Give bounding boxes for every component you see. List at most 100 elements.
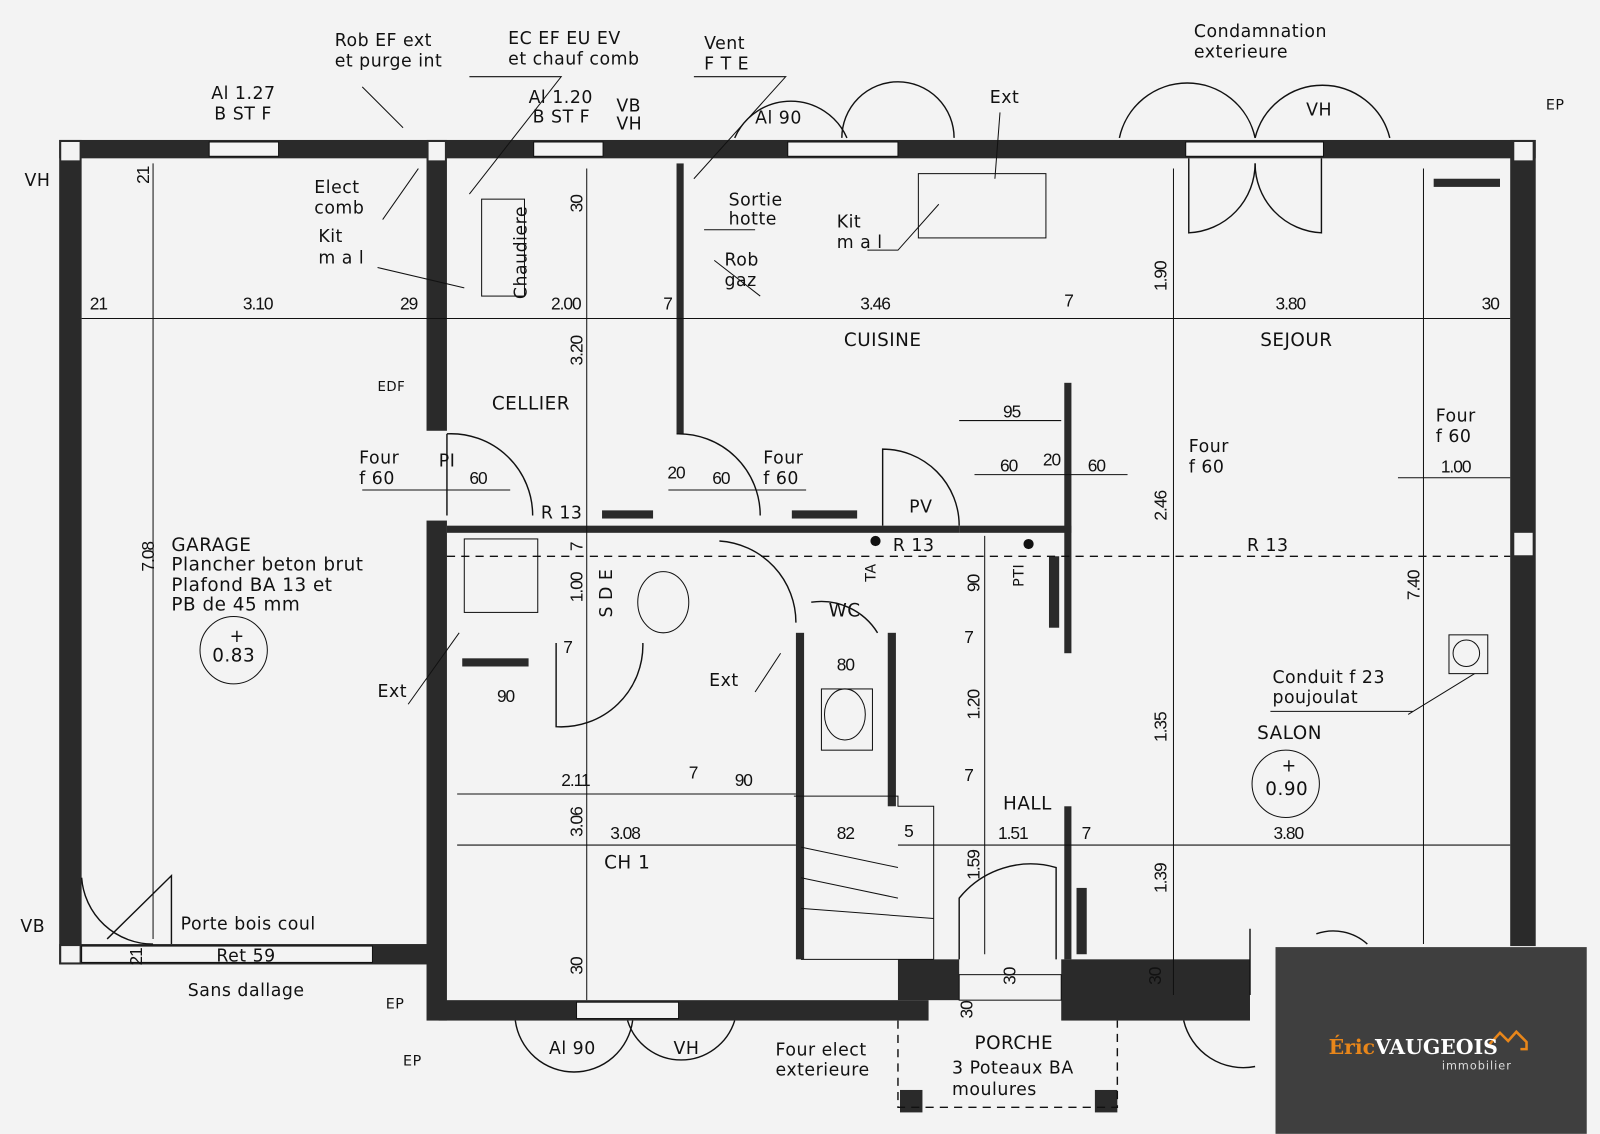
dimension: 7.40 [1403, 570, 1423, 600]
dimension: 1.90 [1150, 261, 1170, 291]
dimension: 7 [663, 293, 672, 313]
kit-label: m a l [318, 248, 364, 268]
four-label: Four [763, 448, 803, 468]
r13-label: R 13 [1247, 536, 1289, 556]
dimension: 3.20 [567, 335, 587, 365]
rob-ef-label: et purge int [335, 51, 443, 71]
dimension: 30 [999, 967, 1019, 985]
logo-first-name: Éric [1329, 1035, 1375, 1059]
logo-last-name: VAUGEOIS [1374, 1035, 1498, 1059]
level-value: 0.83 [212, 645, 255, 666]
dimension: 21 [126, 948, 146, 966]
ec-ef-label: EC EF EU EV [508, 29, 621, 49]
level-marker: + [1282, 757, 1297, 777]
conduit-label: Conduit f 23 [1272, 668, 1385, 688]
edf-label: EDF [378, 380, 406, 395]
door-label: Al 90 [755, 109, 802, 129]
dimension: 7 [689, 763, 698, 783]
dimension: 90 [964, 574, 984, 592]
room-garage: GARAGE [171, 535, 251, 556]
garage-detail: PB de 45 mm [171, 594, 300, 615]
vb-label: VB [20, 917, 45, 937]
sortie-label: hotte [729, 210, 777, 230]
dimension: 7 [964, 627, 973, 647]
window-label: B ST F [533, 108, 591, 128]
rob-gaz-label: gaz [724, 271, 756, 291]
level-value: 0.90 [1265, 779, 1308, 800]
four-elect-label: Four elect [776, 1040, 867, 1060]
pti-label: PTI [1011, 564, 1027, 587]
rob-ef-label: Rob EF ext [335, 31, 432, 51]
room-ch1: CH 1 [604, 853, 650, 874]
pv-label: PV [909, 497, 932, 517]
room-hall: HALL [1003, 793, 1052, 814]
rob-gaz-label: Rob [724, 250, 758, 270]
porche-detail: 3 Poteaux BA [952, 1059, 1074, 1079]
four-label: f 60 [1189, 458, 1225, 478]
level-marker: + [230, 627, 245, 647]
door-label: Al 90 [549, 1039, 596, 1059]
dimension: 30 [567, 195, 587, 213]
sortie-label: Sortie [729, 190, 783, 210]
dimension: 3.10 [243, 293, 273, 313]
garage-detail: Plafond BA 13 et [171, 575, 332, 596]
dimension: 7 [964, 765, 973, 785]
window-label: Al 1.27 [211, 84, 275, 104]
elect-label: Elect [314, 178, 359, 198]
kit-label: m a l [837, 233, 883, 253]
dimension: 21 [90, 293, 108, 313]
room-wc: WC [829, 600, 861, 621]
dimension: 60 [1000, 456, 1018, 476]
kit-label: Kit [318, 227, 343, 247]
ext-label: Ext [990, 88, 1020, 108]
dimension: 30 [567, 957, 587, 975]
four-label: Four [1189, 437, 1229, 457]
dimension: 7.08 [138, 542, 158, 572]
dimension: 7 [1064, 290, 1073, 310]
dimension: 1.59 [964, 850, 984, 880]
ta-label: TA [864, 563, 880, 582]
dimension: 2.46 [1150, 491, 1170, 521]
vh-label: VH [673, 1039, 699, 1059]
dimension: 95 [1003, 402, 1021, 422]
dimension: 90 [497, 686, 515, 706]
dimension: 3.80 [1273, 823, 1303, 843]
sde-label: S D E [597, 569, 617, 618]
r13-label: R 13 [541, 504, 583, 524]
garage-detail: Plancher beton brut [171, 555, 363, 576]
door-swings [80, 76, 1511, 1109]
dimension: 2.00 [551, 293, 581, 313]
window-label: Al 1.20 [529, 88, 593, 108]
porche-detail: moulures [952, 1080, 1037, 1100]
dimension: 3.06 [567, 807, 587, 837]
vh-label: VH [616, 115, 642, 135]
dimension: 60 [1088, 456, 1106, 476]
four-label: Four [1436, 407, 1476, 427]
dimension: 21 [133, 166, 153, 184]
vh-label: VH [24, 171, 50, 191]
vh-label: VH [1306, 100, 1332, 120]
dimension: 29 [400, 293, 418, 313]
logo-subtitle: immobilier [1442, 1060, 1512, 1073]
ep-label: EP [1546, 97, 1565, 113]
dimension: 1.39 [1150, 863, 1170, 893]
dimension: 82 [837, 823, 855, 843]
ep-label: EP [386, 996, 405, 1012]
porte-label: Porte bois coul [181, 915, 316, 935]
vent-label: Vent [704, 34, 745, 54]
sans-dallage-label: Sans dallage [188, 981, 305, 1001]
ep-label: EP [403, 1053, 422, 1069]
room-labels: GARAGE Plancher beton brut Plafond BA 13… [171, 330, 1332, 1054]
room-cuisine: CUISINE [844, 330, 922, 351]
dimension: 2.11 [561, 770, 590, 790]
pi-label: PI [439, 451, 456, 471]
dimension: 90 [735, 770, 753, 790]
dimension: 20 [1043, 449, 1061, 469]
room-cellier: CELLIER [492, 393, 570, 414]
four-label: f 60 [359, 469, 395, 489]
house-icon [1488, 1029, 1528, 1051]
chaudiere-label: Chaudiere [512, 206, 532, 299]
window-label: B ST F [214, 105, 272, 125]
dimension: 7 [563, 637, 572, 657]
